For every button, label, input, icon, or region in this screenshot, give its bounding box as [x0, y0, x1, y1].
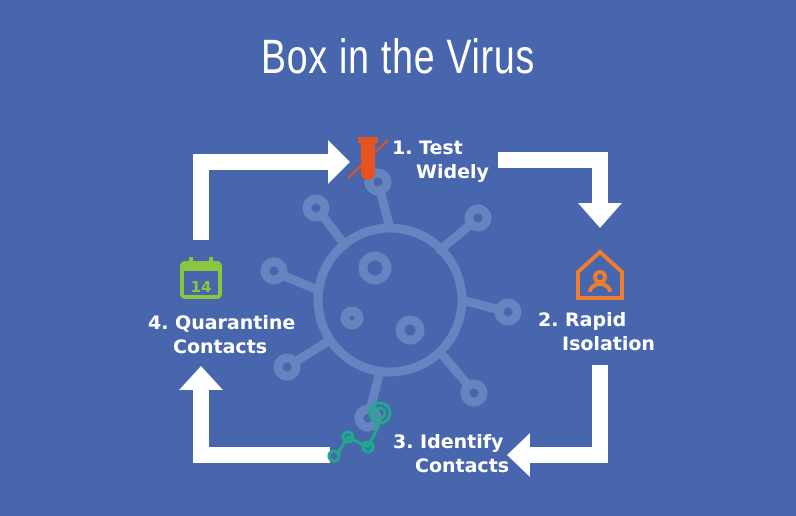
step-4-label: 4. Quarantine Contacts: [148, 311, 295, 359]
step-1-line2: Widely: [416, 161, 489, 183]
virus-icon: [260, 168, 522, 432]
arrow-left: [507, 433, 530, 477]
calendar-icon: 14: [180, 257, 222, 299]
step-2-line2: Isolation: [562, 333, 655, 355]
step-4-line2: Contacts: [173, 336, 268, 358]
step-1-line1: 1. Test: [392, 137, 463, 159]
step-1-label: 1. Test Widely: [392, 136, 489, 184]
arrow-up: [179, 366, 223, 390]
house-person-icon: [576, 249, 624, 300]
step-3-line1: 3. Identify: [393, 431, 504, 453]
step-2-label: 2. Rapid Isolation: [538, 308, 655, 356]
step-3-label: 3. Identify Contacts: [393, 430, 509, 478]
arrow-right: [328, 140, 350, 184]
cycle-arrows: [193, 152, 608, 463]
test-tube-icon: [347, 137, 389, 180]
arrow-down: [578, 203, 622, 228]
contact-trace-icon: [327, 401, 392, 463]
step-3-line2: Contacts: [415, 455, 510, 477]
step-4-line1: 4. Quarantine: [148, 312, 296, 334]
calendar-day: 14: [191, 278, 212, 296]
step-2-line1: 2. Rapid: [538, 309, 627, 331]
page-title: Box in the Virus: [260, 31, 535, 84]
